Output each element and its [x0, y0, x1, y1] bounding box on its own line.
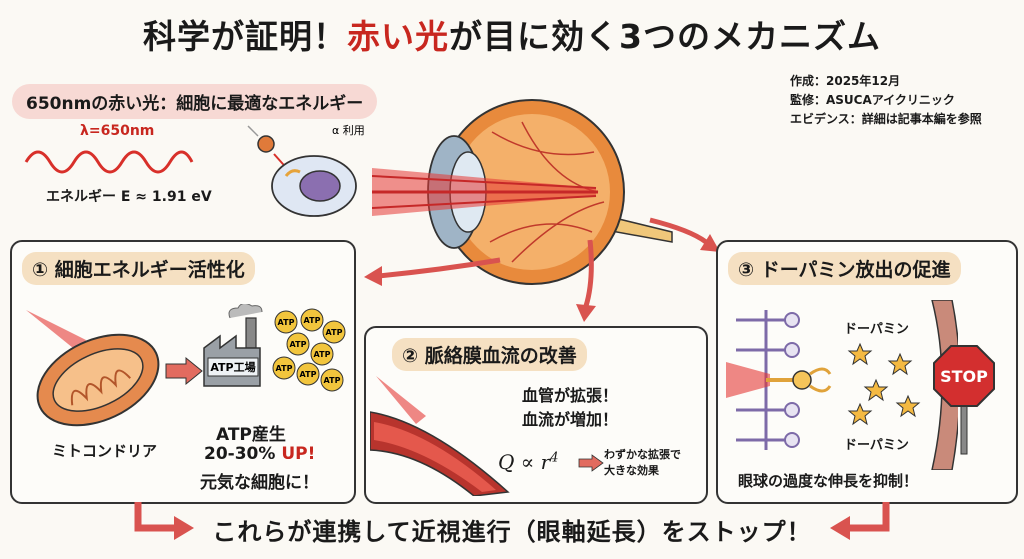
- panel-3-title: ③ ドーパミン放出の促進: [728, 252, 961, 285]
- mitochondria-icon: [26, 310, 160, 427]
- factory-label: ATP工場: [210, 360, 255, 374]
- dopamine-label-bottom: ドーパミン: [844, 438, 909, 453]
- atp-coin: ATP: [278, 318, 295, 327]
- intro-pill: 650nmの赤い光：細胞に最適なエネルギー: [12, 84, 378, 119]
- atp-coin: ATP: [276, 364, 293, 373]
- arrow-right-icon: [578, 454, 604, 472]
- atp-result-line-3: 元気な細胞に！: [200, 473, 319, 493]
- wavelength-label: λ=650nm: [80, 123, 155, 139]
- meta-supervisor: 監修：ASUCAアイクリニック: [790, 93, 955, 107]
- atp-result-line-1: ATP産生: [216, 425, 286, 445]
- bottom-left-arrow-icon: [134, 502, 194, 540]
- meta-author: 作成：2025年12月: [790, 74, 901, 88]
- stop-sign-text: STOP: [940, 367, 988, 386]
- atp-coin: ATP: [324, 376, 341, 385]
- atp-coin: ATP: [326, 328, 343, 337]
- energy-label: エネルギー E ≈ 1.91 eV: [46, 189, 212, 205]
- footer-conclusion: これらが連携して近視進行（眼軸延長）をストップ！: [212, 518, 812, 546]
- panel-2-title: ② 脈絡膜血流の改善: [392, 338, 587, 371]
- flow-note-2: 大きな効果: [604, 464, 659, 477]
- meta-info: 作成：2025年12月 監修：ASUCAアイクリニック エビデンス：詳細は記事本…: [790, 72, 982, 129]
- formula-main: Q ∝ r: [498, 450, 551, 474]
- red-wave-icon: [24, 150, 194, 174]
- panel-1-title: ① 細胞エネルギー活性化: [22, 252, 255, 285]
- panel-3-result: 眼球の過度な伸長を抑制！: [738, 472, 919, 490]
- formula-exponent: 4: [550, 450, 559, 466]
- bottom-right-arrow-icon: [830, 502, 890, 540]
- meta-evidence: エビデンス：詳細は記事本編を参照: [790, 112, 982, 126]
- connector-arrows: [364, 217, 720, 322]
- blood-vessel-icon: [370, 376, 510, 496]
- vessel-line-2: 血流が増加！: [522, 410, 619, 429]
- neuron-icon: [726, 310, 832, 450]
- atp-coin: ATP: [300, 370, 317, 379]
- dopamine-stars-icon: [847, 342, 921, 426]
- cell-note: α 利用: [332, 124, 365, 137]
- stop-sign-icon: STOP: [933, 345, 995, 455]
- arrow-right-icon: [165, 356, 203, 386]
- atp-percent: 20-30%: [204, 444, 282, 464]
- atp-up: UP!: [281, 444, 316, 464]
- mitochondria-label: ミトコンドリア: [52, 442, 158, 460]
- flow-formula: Q ∝ r4: [498, 450, 559, 474]
- atp-coins-icon: ATP ATP ATP ATP ATP ATP ATP ATP: [272, 308, 346, 392]
- page-title: 科学が証明！赤い光が目に効く3つのメカニズム: [0, 10, 1024, 58]
- atp-result-line-2: 20-30% UP!: [204, 444, 315, 464]
- title-highlight: 赤い光: [347, 17, 450, 56]
- flow-note-1: わずかな拡張で: [604, 448, 681, 461]
- dopamine-label-top: ドーパミン: [844, 322, 909, 337]
- atp-coin: ATP: [314, 350, 331, 359]
- title-part-2: が目に効く3つのメカニズム: [449, 17, 881, 56]
- cell-icon: α 利用: [247, 124, 365, 217]
- eye-icon: [372, 99, 673, 285]
- atp-coin: ATP: [290, 340, 307, 349]
- factory-icon: ATP工場: [203, 304, 263, 387]
- atp-coin: ATP: [304, 316, 321, 325]
- vessel-line-1: 血管が拡張！: [522, 386, 619, 405]
- title-part-1: 科学が証明！: [143, 17, 348, 56]
